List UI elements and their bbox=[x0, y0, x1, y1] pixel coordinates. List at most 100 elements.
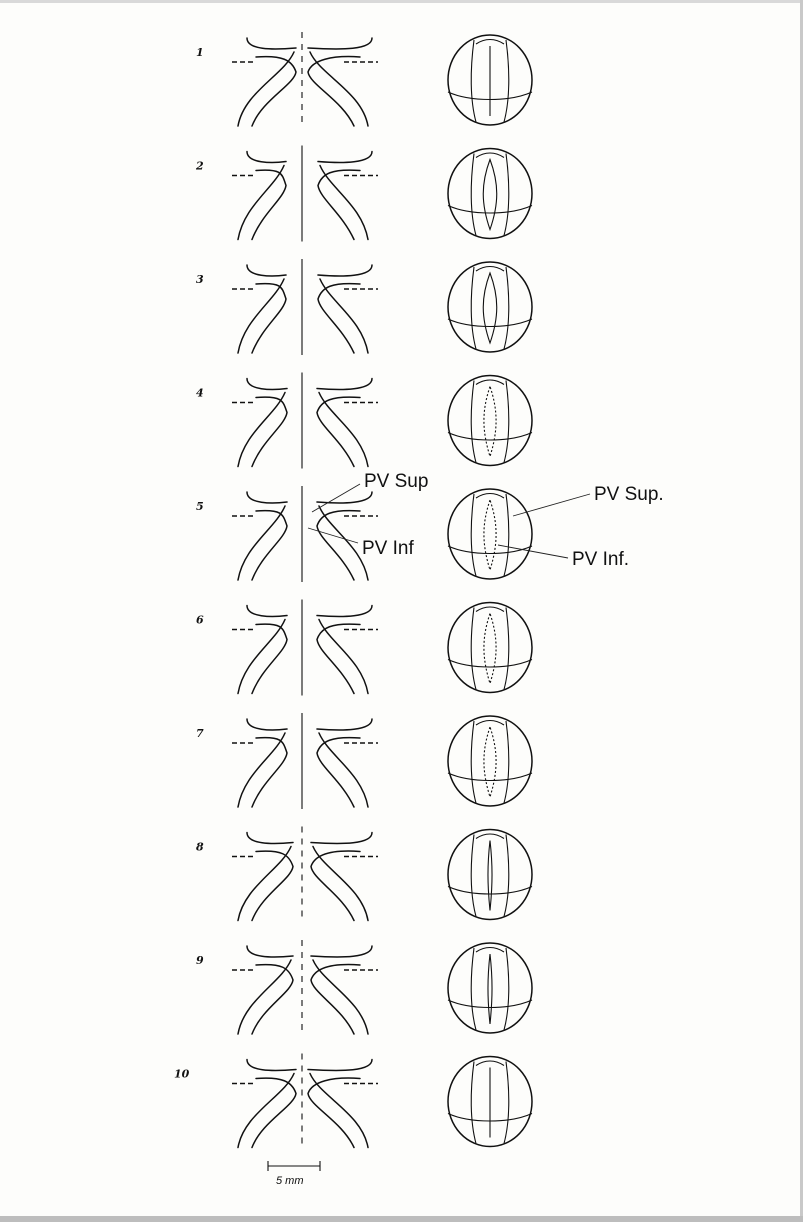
lower-arc bbox=[448, 206, 532, 214]
right-upper-fold bbox=[317, 606, 372, 617]
right-inner-wall bbox=[311, 965, 360, 1034]
pv-sup-dot-leader bbox=[513, 494, 590, 516]
row-1: 1 bbox=[196, 32, 532, 128]
left-inner-wall bbox=[252, 624, 287, 693]
glottal-opening bbox=[484, 614, 496, 684]
right-upper-fold bbox=[308, 1060, 372, 1071]
left-outer-wall bbox=[238, 506, 285, 580]
right-fold-line bbox=[504, 494, 509, 576]
left-upper-fold bbox=[247, 492, 287, 503]
left-outer-wall bbox=[238, 960, 291, 1034]
row-5: 5 bbox=[196, 486, 532, 582]
left-fold-line bbox=[471, 494, 476, 576]
row-number: 6 bbox=[196, 614, 204, 627]
glottal-opening bbox=[484, 387, 496, 457]
right-outer-wall bbox=[310, 52, 368, 126]
left-outer-wall bbox=[238, 620, 285, 694]
right-fold-line bbox=[504, 381, 509, 463]
right-inner-wall bbox=[317, 511, 360, 580]
scale-bar: 5 mm bbox=[268, 1161, 320, 1187]
row-3: 3 bbox=[196, 259, 532, 355]
left-fold-line bbox=[471, 948, 476, 1030]
row-6: 6 bbox=[196, 600, 532, 696]
right-outer-wall bbox=[319, 506, 368, 580]
right-inner-wall bbox=[317, 397, 360, 466]
row-number: 4 bbox=[196, 387, 204, 400]
left-fold-line bbox=[471, 608, 476, 690]
upper-arc bbox=[476, 494, 504, 499]
left-outer-wall bbox=[238, 847, 291, 921]
pv-inf-dot-label: PV Inf. bbox=[572, 549, 629, 570]
right-inner-wall bbox=[318, 284, 360, 353]
lower-arc bbox=[448, 887, 532, 895]
pv-sup-leader bbox=[312, 484, 360, 512]
left-inner-wall bbox=[252, 965, 293, 1034]
right-outer-wall bbox=[313, 960, 368, 1034]
right-fold-line bbox=[504, 154, 509, 236]
left-outer-wall bbox=[238, 1074, 294, 1148]
right-outer-wall bbox=[310, 1074, 368, 1148]
left-fold-line bbox=[471, 721, 476, 803]
left-fold-line bbox=[471, 1062, 476, 1144]
left-upper-fold bbox=[247, 152, 286, 163]
left-outer-wall bbox=[238, 166, 284, 240]
left-upper-fold bbox=[247, 946, 293, 957]
right-upper-fold bbox=[318, 265, 372, 276]
upper-arc bbox=[476, 834, 504, 839]
right-upper-fold bbox=[317, 379, 372, 390]
upper-arc bbox=[476, 380, 504, 385]
pv-sup-dot-label: PV Sup. bbox=[594, 484, 664, 505]
row-number: 7 bbox=[196, 727, 204, 740]
right-inner-wall bbox=[317, 738, 360, 807]
left-upper-fold bbox=[247, 38, 296, 49]
row-number: 9 bbox=[196, 954, 204, 967]
right-upper-fold bbox=[311, 946, 372, 957]
right-upper-fold bbox=[317, 492, 372, 503]
right-outer-wall bbox=[313, 847, 368, 921]
row-number: 3 bbox=[196, 273, 204, 286]
right-upper-fold bbox=[317, 719, 372, 730]
right-outer-wall bbox=[319, 620, 368, 694]
left-outer-wall bbox=[238, 279, 284, 353]
right-inner-wall bbox=[317, 624, 360, 693]
lower-arc bbox=[448, 660, 532, 668]
right-inner-wall bbox=[308, 1078, 360, 1147]
lower-arc bbox=[448, 1000, 532, 1008]
lower-arc bbox=[448, 319, 532, 327]
right-inner-wall bbox=[311, 851, 360, 920]
upper-arc bbox=[476, 607, 504, 612]
row-4: 4 bbox=[196, 373, 532, 469]
glottal-opening bbox=[488, 841, 492, 911]
right-inner-wall bbox=[318, 170, 360, 239]
glottal-opening bbox=[483, 273, 497, 343]
left-inner-wall bbox=[252, 397, 287, 466]
row-8: 8 bbox=[196, 827, 532, 923]
larynx-outline bbox=[448, 716, 532, 806]
glottal-opening bbox=[483, 160, 497, 230]
larynx-outline bbox=[448, 262, 532, 352]
right-upper-fold bbox=[318, 152, 372, 163]
upper-arc bbox=[476, 153, 504, 158]
left-fold-line bbox=[471, 40, 476, 122]
left-inner-wall bbox=[252, 511, 287, 580]
row-10: 10 bbox=[174, 1054, 532, 1150]
glottal-opening bbox=[488, 954, 492, 1024]
right-fold-line bbox=[504, 40, 509, 122]
left-outer-wall bbox=[238, 733, 285, 807]
larynx-outline bbox=[448, 149, 532, 239]
larynx-outline bbox=[448, 376, 532, 466]
lower-arc bbox=[448, 546, 532, 554]
right-fold-line bbox=[504, 1062, 509, 1144]
larynx-outline bbox=[448, 603, 532, 693]
upper-arc bbox=[476, 1061, 504, 1066]
pv-sup-label: PV Sup bbox=[364, 471, 428, 492]
right-fold-line bbox=[504, 721, 509, 803]
left-inner-wall bbox=[252, 851, 293, 920]
row-2: 2 bbox=[195, 146, 532, 242]
right-fold-line bbox=[504, 608, 509, 690]
row-number: 8 bbox=[196, 841, 204, 854]
sequence-rows: 1 2 3 4 5 6 7 8 9 10 bbox=[174, 32, 532, 1150]
left-upper-fold bbox=[247, 719, 287, 730]
right-fold-line bbox=[504, 948, 509, 1030]
